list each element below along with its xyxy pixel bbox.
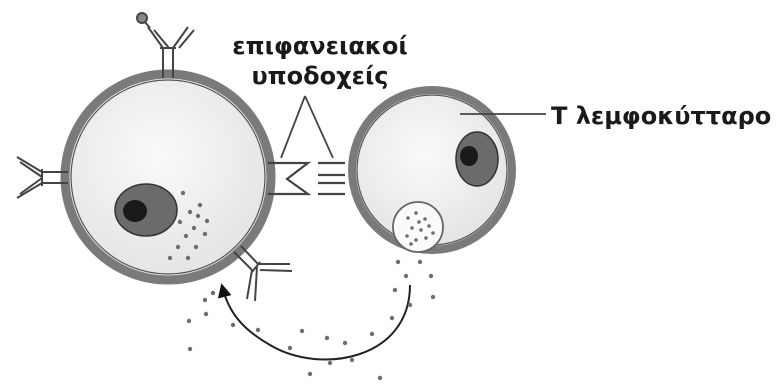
- granule: [406, 216, 410, 220]
- released-molecule: [417, 259, 423, 265]
- granule: [197, 202, 203, 208]
- released-molecule: [407, 302, 413, 308]
- granule: [167, 255, 173, 261]
- granule: [187, 209, 193, 215]
- released-molecule: [299, 328, 305, 334]
- released-molecule: [202, 297, 208, 303]
- left-cell-nucleolus: [123, 200, 147, 222]
- granule: [409, 242, 413, 246]
- granule: [405, 234, 409, 238]
- granule: [202, 231, 208, 237]
- granule: [417, 220, 421, 224]
- granule: [423, 217, 427, 221]
- left-cell-membrane-inner: [70, 79, 266, 275]
- granule: [424, 236, 428, 240]
- granule: [193, 244, 199, 250]
- receptor-interaction: [268, 161, 345, 196]
- granule: [204, 218, 210, 224]
- released-molecule: [187, 346, 193, 352]
- secretory-vesicle: [392, 201, 444, 253]
- surface-receptors-label: επιφανειακοί υποδοχείς: [225, 31, 415, 91]
- receptor-bottom-right: [233, 245, 293, 302]
- granule: [414, 211, 418, 215]
- granule: [427, 224, 431, 228]
- granule: [177, 219, 183, 225]
- receptor-left: [16, 156, 68, 199]
- released-molecule: [428, 273, 434, 279]
- released-molecule: [327, 360, 333, 366]
- surface-receptors-label-line1: επιφανειακοί: [232, 32, 408, 60]
- released-molecule: [230, 322, 236, 328]
- granule: [419, 228, 423, 232]
- antigen-presenting-cell: [60, 69, 276, 285]
- granule: [410, 226, 414, 230]
- released-molecule: [392, 287, 398, 293]
- left-cell-membrane: [60, 69, 276, 285]
- released-molecule: [203, 311, 209, 317]
- left-cell-granules: [167, 190, 210, 261]
- granule: [185, 255, 191, 261]
- released-molecule: [349, 357, 355, 363]
- released-molecule: [255, 327, 261, 333]
- granule: [191, 225, 197, 231]
- released-molecule: [324, 335, 330, 341]
- vesicle-granules: [405, 211, 435, 246]
- released-molecule: [369, 331, 375, 337]
- curved-arrow: [217, 283, 411, 361]
- released-molecule: [186, 318, 192, 324]
- released-molecule: [430, 294, 436, 300]
- released-molecule: [342, 340, 348, 346]
- released-molecule: [389, 315, 395, 321]
- released-molecule: [210, 290, 216, 296]
- granule: [183, 233, 189, 239]
- released-molecule: [395, 259, 401, 265]
- released-molecule: [287, 345, 293, 351]
- granule: [414, 238, 418, 242]
- released-molecules: [186, 259, 436, 381]
- released-molecule: [403, 273, 409, 279]
- receptor-pointer-lines: [280, 95, 334, 159]
- granule: [431, 231, 435, 235]
- released-molecule: [307, 371, 313, 377]
- t-cell-membrane: [348, 86, 516, 254]
- t-cell-label: Τ λεμφοκύτταρο: [551, 102, 772, 130]
- t-cell-nucleolus: [460, 146, 478, 166]
- t-cell: [348, 86, 516, 254]
- receptor-top: [136, 12, 195, 78]
- granule: [180, 190, 186, 196]
- granule: [175, 244, 181, 250]
- released-molecule: [377, 375, 383, 381]
- granule: [195, 213, 201, 219]
- surface-receptors-label-line2: υποδοχείς: [251, 62, 389, 90]
